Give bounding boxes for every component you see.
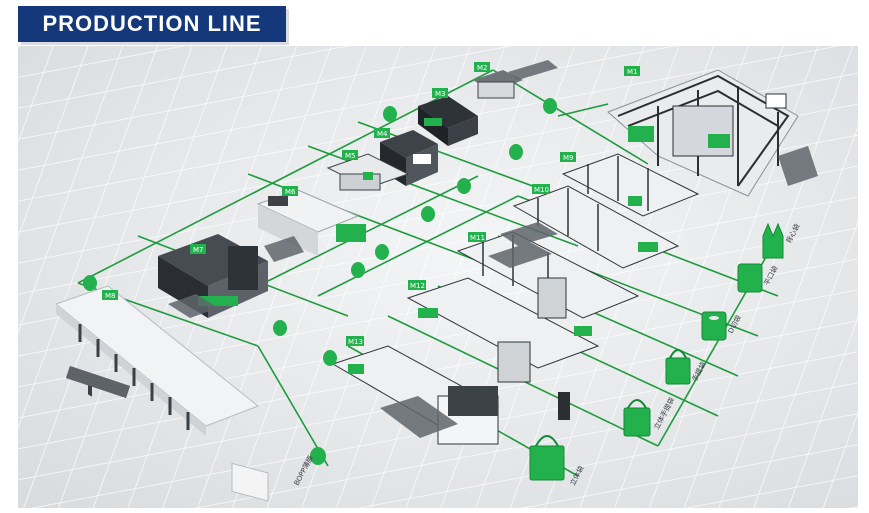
bag-box-icon [529,435,565,481]
product-bags [529,222,784,481]
tag-m12: M12 [408,280,426,290]
tag-m8: M8 [102,290,118,300]
green-nodes [83,98,557,465]
tag-m3: M3 [432,88,448,98]
machine-m12 [406,277,600,369]
bag-handle-icon [665,349,691,385]
bag-flat-icon [737,263,763,293]
production-line-scene: M1 M2 M3 M4 M5 M6 M7 M8 M9 M10 M11 M12 M… [18,46,858,508]
header-title: PRODUCTION LINE [42,11,262,36]
bag-d-cut-icon [701,311,727,341]
machine-m9 [561,153,700,217]
machine-m2 [473,70,523,99]
svg-text:M11: M11 [470,234,485,242]
bag-box-handle-icon [623,399,651,437]
svg-text:M13: M13 [348,338,363,346]
svg-text:M12: M12 [410,282,425,290]
tag-m13: M13 [346,336,364,346]
caption-plates [66,60,818,438]
svg-text:M8: M8 [105,292,116,300]
svg-text:M4: M4 [377,130,388,138]
machine-m6 [256,189,366,256]
tag-m9: M9 [560,152,576,162]
svg-text:M6: M6 [285,188,296,196]
production-line-header: PRODUCTION LINE [18,6,286,42]
tag-m5: M5 [342,150,358,160]
svg-text:M3: M3 [435,90,446,98]
svg-text:M10: M10 [534,186,549,194]
svg-text:M5: M5 [345,152,356,160]
machine-tags: M1 M2 M3 M4 M5 M6 M7 M8 M9 M10 M11 M12 M… [102,62,640,346]
machine-m4 [380,130,438,186]
svg-text:M1: M1 [627,68,638,76]
tag-m4: M4 [374,128,390,138]
svg-text:M2: M2 [477,64,488,72]
tag-m2: M2 [474,62,490,72]
node-dot [83,275,97,291]
svg-text:M7: M7 [193,246,204,254]
tag-m10: M10 [532,184,550,194]
tag-m7: M7 [190,244,206,254]
tag-m6: M6 [282,186,298,196]
machine-m3 [418,96,478,146]
bag-t-shirt-icon [762,222,784,259]
machine-m1 [607,69,799,197]
tag-m1: M1 [624,66,640,76]
svg-text:M9: M9 [563,154,574,162]
tag-m11: M11 [468,232,486,242]
